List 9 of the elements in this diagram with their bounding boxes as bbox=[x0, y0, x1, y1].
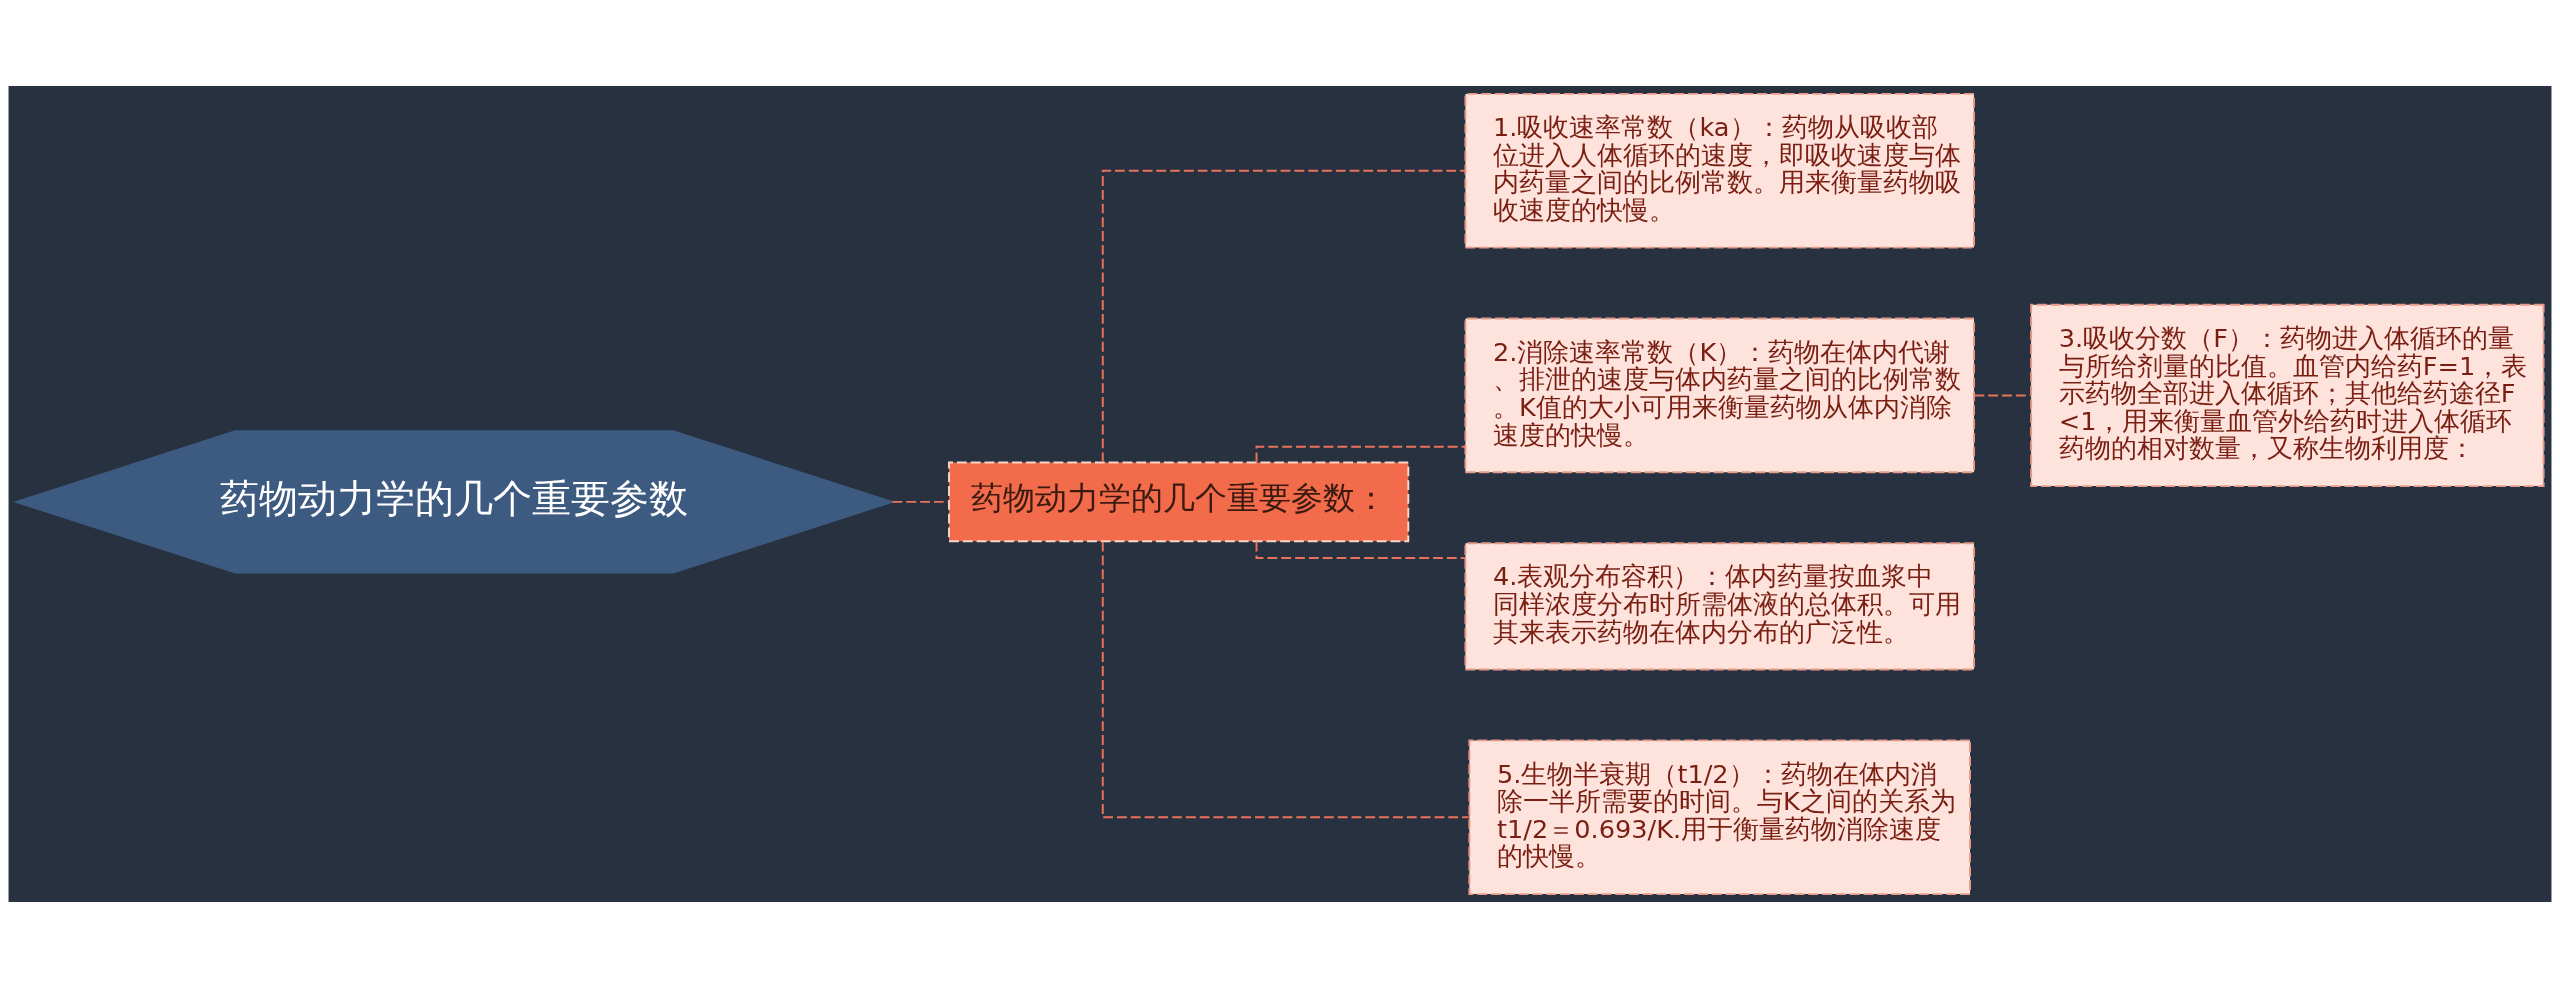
node-box: 2.消除速率常数（K）：药物在体内代谢、排泄的速度与体内药量之间的比例常数。K值的大小可用来衡量药物从体内消除速度的快慢。 bbox=[1464, 317, 1975, 474]
connector bbox=[1101, 540, 1470, 819]
connector bbox=[1101, 169, 1467, 463]
node-box: 3.吸收分数（F）：药物进入体循环的量与所给剂量的比值。血管内给药F=1，表示药物全部进入体循环；其他给药途径F<1，用来衡量血管外给药时进入体循环药物的相对数量，又称生物利用度： bbox=[2030, 303, 2545, 488]
connector bbox=[1255, 445, 1467, 464]
node-box: 1.吸收速率常数（ka）：药物从吸收部位进入人体循环的速度，即吸收速度与体内药量之间的比例常数。用来衡量药物吸收速度的快慢。 bbox=[1464, 92, 1975, 249]
node-box: 5.生物半衰期（t1/2）：药物在体内消除一半所需要的时间。与K之间的关系为t1/2＝0.693/K.用于衡量药物消除速度的快慢。 bbox=[1468, 739, 1971, 896]
node-box: 药物动力学的几个重要参数： bbox=[948, 461, 1410, 543]
node-box: 4.表观分布容积）：体内药量按血浆中同样浓度分布时所需体液的总体积。可用其来表示药物在体内分布的广泛性。 bbox=[1464, 542, 1975, 671]
